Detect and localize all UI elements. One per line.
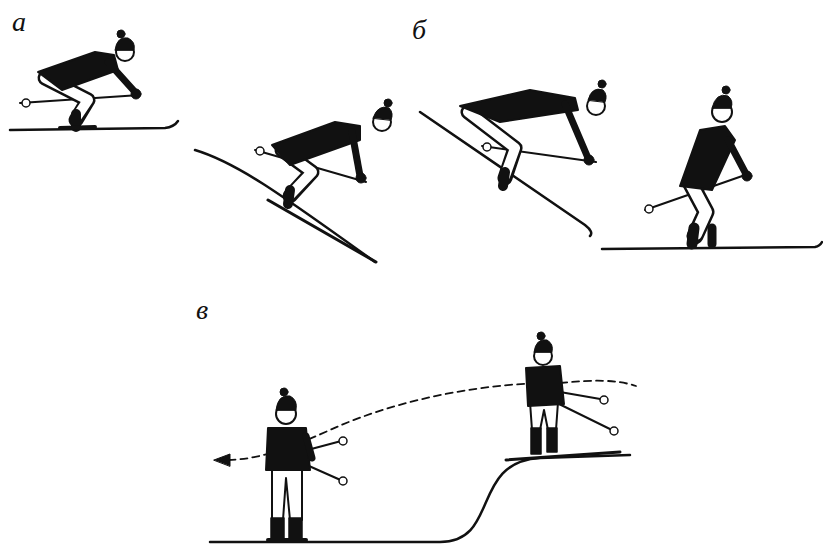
skier-figure bbox=[506, 332, 620, 460]
skier-figure bbox=[255, 99, 392, 262]
skier-figure bbox=[460, 80, 606, 186]
skier-figure bbox=[266, 388, 347, 540]
panel-letter: в bbox=[196, 296, 208, 324]
panel-letter: а bbox=[12, 8, 26, 36]
arrow-head bbox=[214, 454, 230, 466]
ski-slope bbox=[195, 150, 375, 262]
ski-slope bbox=[10, 121, 178, 130]
ski-slope bbox=[420, 112, 591, 236]
skier-figure bbox=[20, 30, 141, 128]
trajectory-line bbox=[560, 381, 636, 386]
skier-figure bbox=[645, 86, 752, 244]
panel-letter: б bbox=[412, 16, 426, 44]
